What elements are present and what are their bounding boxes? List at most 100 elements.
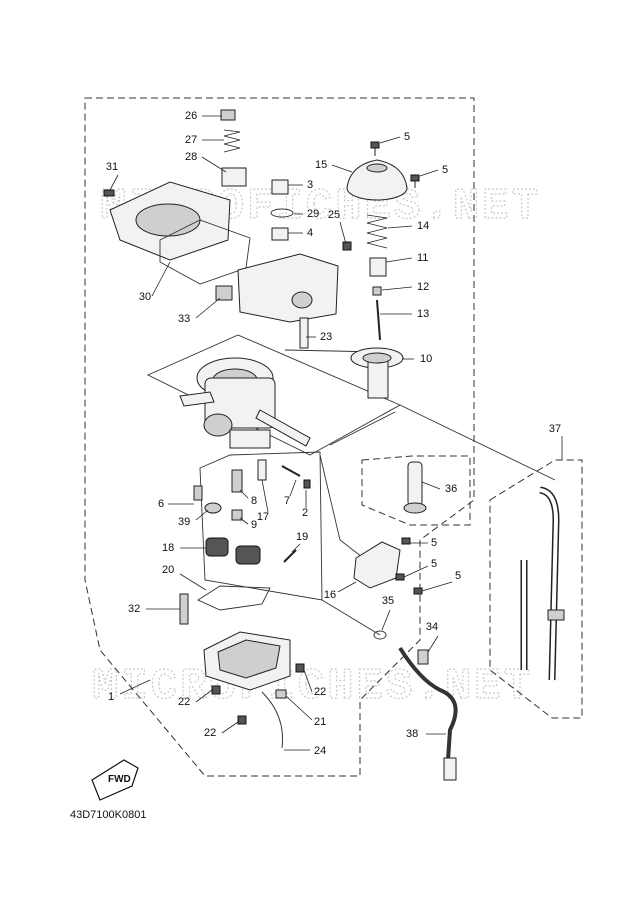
screw-21 xyxy=(275,689,287,699)
pin-19 xyxy=(283,549,297,563)
callout-leader xyxy=(289,479,297,497)
callout-leader xyxy=(239,489,249,499)
callout-number: 27 xyxy=(185,134,197,146)
callout-number: 15 xyxy=(315,159,327,171)
callout-leader xyxy=(221,721,239,734)
callout-leader xyxy=(303,669,313,693)
jet-needle-13 xyxy=(376,299,381,341)
pin-23 xyxy=(299,317,309,349)
callout-number: 22 xyxy=(178,696,190,708)
callout-leader xyxy=(381,609,391,631)
callout-number: 9 xyxy=(251,519,257,531)
callout-number: 36 xyxy=(445,483,457,495)
callout-c21: 21 xyxy=(285,695,326,728)
sensor-36 xyxy=(403,461,427,514)
callout-c5e: 5 xyxy=(421,570,461,592)
callout-leader xyxy=(195,297,221,319)
diagram-code: 43D7100K0801 xyxy=(70,809,146,821)
callout-leader xyxy=(331,164,353,173)
lower-group-outline xyxy=(199,451,323,601)
callout-leader xyxy=(381,286,413,291)
callout-c38: 38 xyxy=(406,728,446,740)
callout-c3: 3 xyxy=(288,179,313,191)
float-chamber xyxy=(203,631,291,691)
callout-number: 26 xyxy=(185,110,197,122)
callout-c13: 13 xyxy=(380,308,429,320)
cap-4 xyxy=(271,227,289,241)
callout-leader xyxy=(195,509,209,521)
callout-c20: 20 xyxy=(162,564,207,591)
spring-14 xyxy=(366,214,388,249)
callout-leader xyxy=(339,221,347,245)
callout-c5b: 5 xyxy=(419,164,448,177)
sensor-group-boundary xyxy=(361,455,471,526)
callout-leader xyxy=(285,695,313,721)
callout-number: 5 xyxy=(442,164,448,176)
screw-2 xyxy=(303,479,311,489)
callout-number: 39 xyxy=(178,516,190,528)
callout-c28: 28 xyxy=(185,151,227,173)
float-18 xyxy=(205,537,261,565)
screw-5-right xyxy=(410,174,420,188)
link-line-3 xyxy=(319,454,367,561)
callout-number: 5 xyxy=(404,131,410,143)
washer-39 xyxy=(204,502,222,514)
callout-c8: 8 xyxy=(239,489,257,507)
needle-jet-8 xyxy=(231,469,243,493)
screw-5-top xyxy=(370,141,380,156)
callout-c26: 26 xyxy=(185,110,222,122)
spring-27 xyxy=(223,129,241,153)
screw-5-c xyxy=(401,537,411,545)
callout-c14: 14 xyxy=(387,220,429,232)
diaphragm-cover-15 xyxy=(346,159,408,201)
callout-leader xyxy=(119,679,151,695)
callout-number: 32 xyxy=(128,603,140,615)
hose-37 xyxy=(520,486,565,681)
callout-leader xyxy=(421,581,453,592)
callout-leader xyxy=(239,517,249,525)
callout-c29: 29 xyxy=(294,208,319,220)
clip-12 xyxy=(372,286,382,296)
sensor-housing-16 xyxy=(353,541,401,589)
callout-c16: 16 xyxy=(324,581,357,601)
plunger-28 xyxy=(221,167,247,187)
callout-number: 35 xyxy=(382,595,394,607)
callout-leader xyxy=(201,156,227,173)
callout-leader xyxy=(261,479,269,513)
callout-number: 13 xyxy=(417,308,429,320)
carburetor-body xyxy=(179,357,311,449)
callout-number: 14 xyxy=(417,220,429,232)
callout-c39: 39 xyxy=(178,509,209,528)
screw-5-d xyxy=(395,573,405,581)
wire-harness-38 xyxy=(398,646,458,781)
callout-c31: 31 xyxy=(106,161,119,191)
screw-5-e xyxy=(413,587,423,595)
callout-number: 28 xyxy=(185,151,197,163)
callout-number: 31 xyxy=(106,161,118,173)
callout-number: 34 xyxy=(426,621,438,633)
callout-c19: 19 xyxy=(291,531,308,553)
callout-c32: 32 xyxy=(128,603,180,615)
callout-c22c: 22 xyxy=(204,721,239,739)
starter-housing xyxy=(237,253,339,323)
callout-leader xyxy=(419,169,439,177)
screw-22-a xyxy=(211,685,221,695)
callout-number: 29 xyxy=(307,208,319,220)
callout-c18: 18 xyxy=(162,542,206,554)
callout-number: 7 xyxy=(284,495,290,507)
callout-number: 17 xyxy=(257,511,269,523)
callout-c35: 35 xyxy=(381,595,394,631)
callout-leader xyxy=(387,225,413,229)
callout-c6: 6 xyxy=(158,498,194,510)
callout-leader xyxy=(109,174,119,191)
callout-number: 19 xyxy=(296,531,308,543)
callout-number: 22 xyxy=(314,686,326,698)
svg-text:FWD: FWD xyxy=(108,774,131,785)
callout-number: 33 xyxy=(178,313,190,325)
callout-c1: 1 xyxy=(108,679,151,703)
callout-number: 11 xyxy=(417,252,428,264)
callout-number: 23 xyxy=(320,331,332,343)
callout-number: 4 xyxy=(307,227,313,239)
callout-leader xyxy=(379,136,401,144)
